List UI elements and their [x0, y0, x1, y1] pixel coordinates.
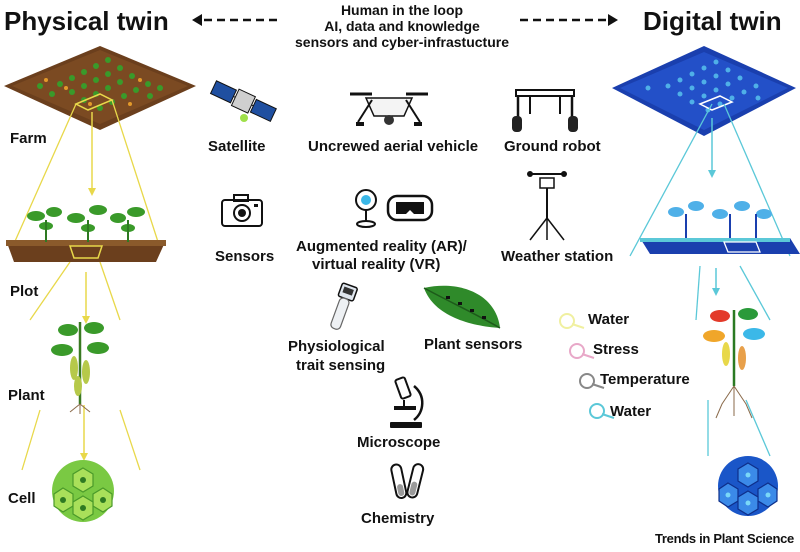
magnifier-icon-stress: [569, 343, 595, 359]
plant-sensor-leaf-icon: [423, 285, 501, 329]
microscope-icon: [390, 376, 424, 428]
ar-vr-icon: [355, 189, 434, 228]
satellite-label: Satellite: [208, 138, 266, 155]
uav-label: Uncrewed aerial vehicle: [308, 138, 479, 155]
plant-illustration: [51, 322, 109, 414]
credit-label: Trends in Plant Science: [654, 531, 794, 546]
physio-label-line2: trait sensing: [296, 357, 386, 374]
cell-label: Cell: [8, 490, 36, 507]
right-dashed-arrow: [520, 14, 618, 26]
magnifier-icon-temperature: [579, 373, 605, 389]
drone-icon: [350, 92, 428, 126]
magnifier-icon-water-bottom: [589, 403, 615, 419]
center-line-1: Human in the loop: [340, 2, 464, 18]
left-dashed-arrow: [192, 14, 280, 26]
temperature-label: Temperature: [600, 371, 690, 388]
digital-plant-illustration: [703, 308, 765, 419]
digital-zoom-lines: [629, 103, 791, 457]
digital-farm-illustration: [612, 46, 796, 136]
digital-twin-title: Digital twin: [643, 6, 782, 36]
handheld-sensor-icon: [330, 282, 358, 330]
water-bottom-label: Water: [610, 403, 652, 420]
test-tubes-icon: [390, 463, 425, 499]
water-top-label: Water: [588, 311, 630, 328]
chemistry-label: Chemistry: [361, 510, 435, 527]
microscope-label: Microscope: [357, 434, 441, 451]
digital-plot-illustration: [640, 201, 800, 254]
farm-field-illustration: [4, 46, 196, 130]
ground-robot-label: Ground robot: [504, 138, 601, 155]
physical-twin-title: Physical twin: [4, 6, 169, 36]
weather-station-label: Weather station: [501, 248, 614, 265]
stress-label: Stress: [593, 341, 639, 358]
cell-illustration: [52, 460, 114, 522]
center-line-3: sensors and cyber-infrastucture: [295, 34, 509, 50]
plot-label: Plot: [10, 283, 39, 300]
satellite-icon: [209, 80, 277, 123]
camera-icon: [221, 194, 263, 227]
plant-label: Plant: [8, 387, 45, 404]
physical-zoom-lines: [11, 99, 161, 471]
ground-robot-icon: [512, 89, 578, 132]
center-header: Human in the loop AI, data and knowledge…: [262, 2, 542, 50]
ar-vr-label-line2: virtual reality (VR): [312, 256, 441, 273]
weather-station-icon: [527, 171, 567, 241]
magnifier-icon-water-top: [559, 313, 585, 329]
center-line-2: AI, data and knowledge: [324, 18, 480, 34]
farm-label: Farm: [10, 130, 47, 147]
physio-label-line1: Physiological: [288, 338, 385, 355]
sensors-label: Sensors: [215, 248, 275, 265]
plot-illustration: [6, 205, 166, 262]
ar-vr-label-line1: Augmented reality (AR)/: [296, 238, 467, 255]
digital-cell-illustration: [718, 456, 778, 516]
plant-sensors-label: Plant sensors: [424, 336, 523, 353]
